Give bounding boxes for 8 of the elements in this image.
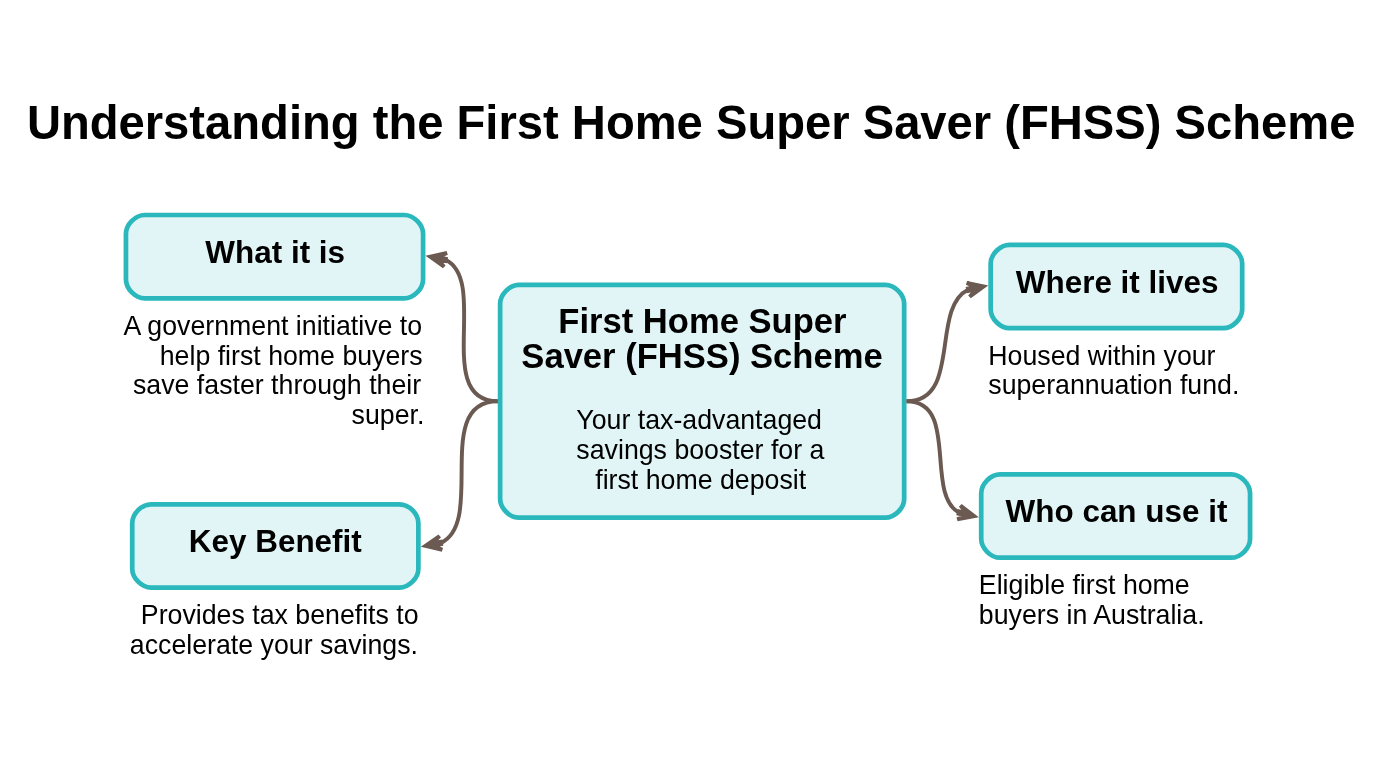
diagram-title: Understanding the First Home Super Saver (FHSS) Scheme xyxy=(26,95,1356,149)
node-label: Eligible first home buyers in Australia. xyxy=(978,570,1205,630)
node-label: A government initiative to help first home buyers save faster through their super. xyxy=(123,310,425,431)
node-label: Housed within your superannuation fund. xyxy=(988,340,1240,401)
arrow xyxy=(423,399,499,552)
arrow xyxy=(906,280,986,404)
arrow xyxy=(906,399,977,522)
node-label: Provides tax benefits to accelerate your savings. xyxy=(129,599,419,660)
